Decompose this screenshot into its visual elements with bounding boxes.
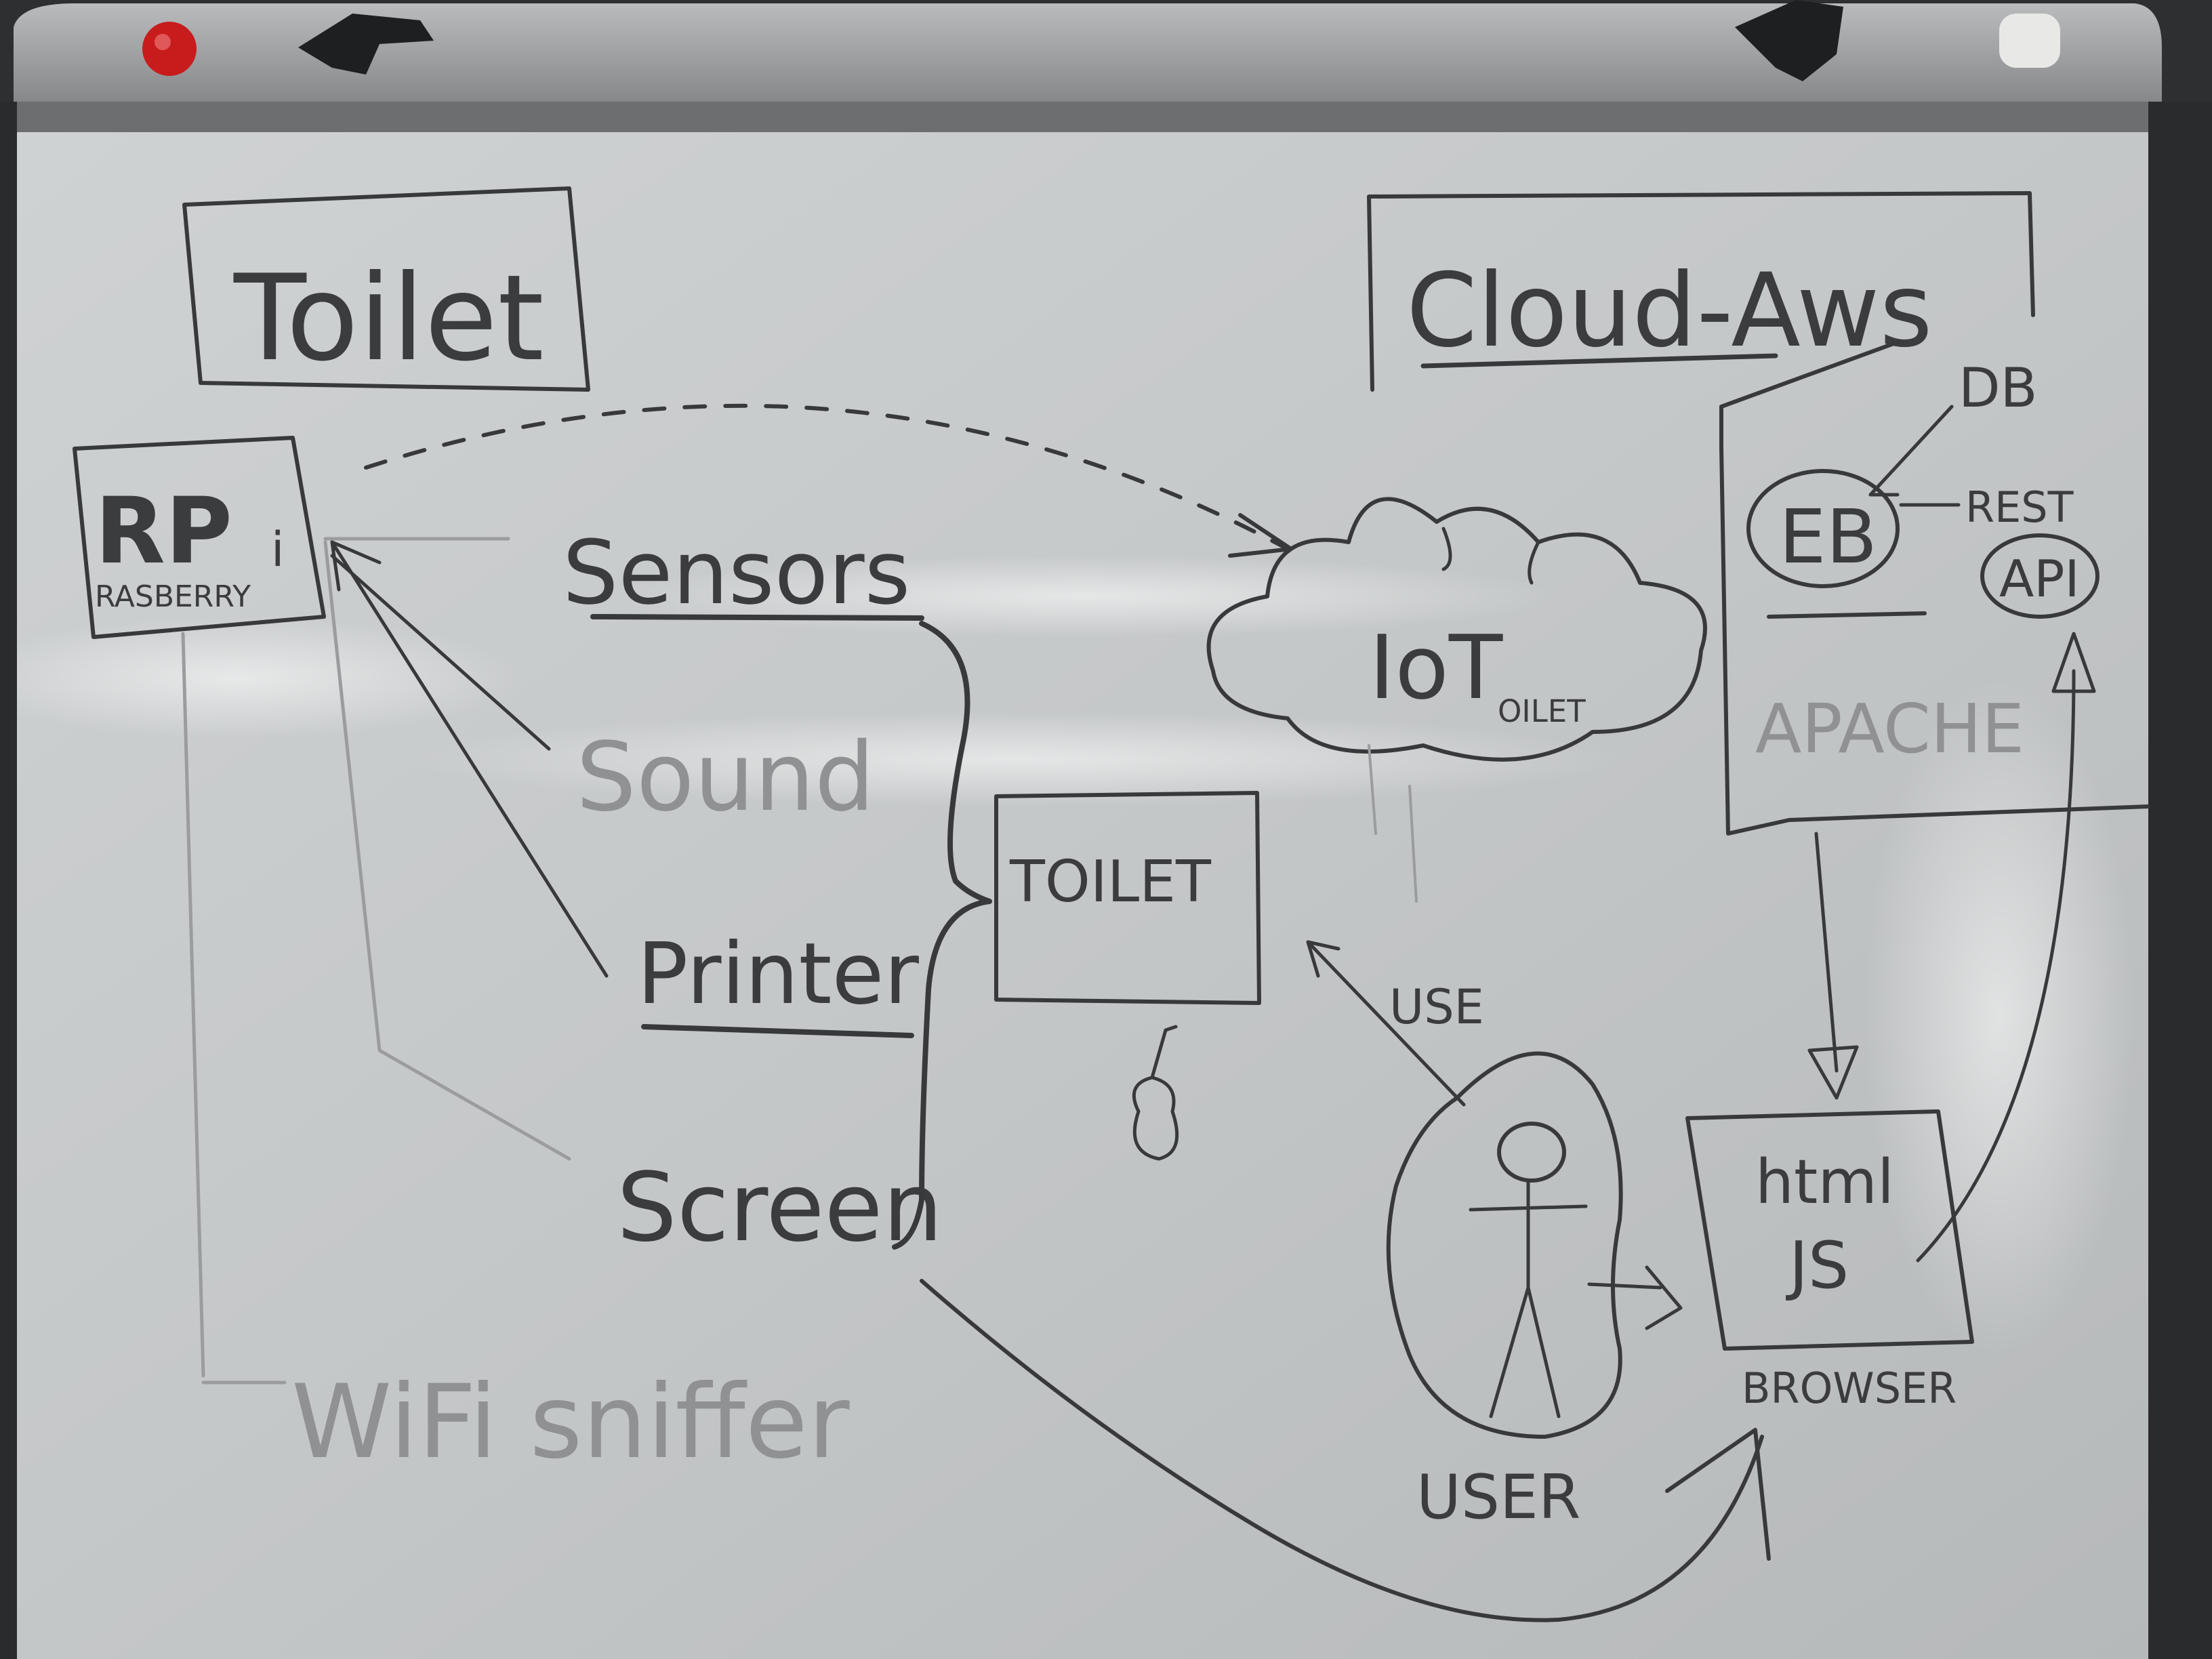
sensors-label: Sensors — [562, 521, 910, 624]
rpi-small-label: i — [271, 522, 284, 577]
user-label: USER — [1416, 1462, 1580, 1533]
apache-to-browser-arrow — [1807, 832, 1859, 1100]
white-magnet — [1999, 14, 2060, 68]
apache-label: APACHE — [1755, 689, 2024, 769]
js-label: JS — [1786, 1229, 1849, 1303]
sound-label: Sound — [576, 722, 875, 833]
screen-to-browser-curve — [920, 1279, 1764, 1622]
rest-label: REST — [1965, 483, 2074, 532]
toilet-title-box — [182, 186, 590, 392]
screen-label: Screen — [617, 1153, 943, 1263]
right-clip — [1735, 0, 1843, 81]
rpi-sub-label: RASBERRY — [95, 579, 251, 614]
user-figure — [1469, 1181, 1588, 1418]
browser-box — [1685, 1109, 1974, 1351]
toilet-title: Toilet — [233, 250, 544, 388]
rpi-to-sound-line — [330, 554, 551, 751]
api-label: API — [1999, 549, 2080, 609]
toilet-icon — [1132, 1025, 1179, 1161]
marker-tray — [14, 3, 2162, 115]
rpi-to-printer-line — [330, 540, 609, 978]
iot-label: IoT — [1369, 616, 1503, 719]
printer-label: Printer — [637, 925, 919, 1023]
rpi-box — [73, 436, 326, 639]
apache-box — [1719, 340, 2150, 836]
left-clip — [298, 14, 434, 75]
rpi-label: RP — [95, 478, 232, 584]
db-label: DB — [1959, 356, 2037, 419]
user-bean — [1386, 1051, 1623, 1439]
cloud-title: Cloud-Aws — [1406, 252, 1933, 370]
wifi-sniffer-label: WiFi sniffer — [291, 1364, 850, 1481]
toilet-box — [994, 791, 1261, 1005]
html-label: html — [1755, 1147, 1894, 1218]
toilet-box-label: TOILET — [1009, 848, 1212, 916]
iot-cloud — [1206, 497, 1707, 762]
red-magnet — [142, 22, 197, 76]
eb-circle — [1746, 469, 1900, 588]
sensor-brace — [892, 621, 992, 1250]
api-circle — [1980, 533, 2100, 619]
browser-to-api-arrow — [1916, 632, 2096, 1263]
use-arrow — [1306, 940, 1466, 1107]
use-label: USE — [1389, 979, 1484, 1035]
browser-label: BROWSER — [1742, 1364, 1957, 1413]
eb-label: EB — [1779, 493, 1877, 580]
user-head — [1497, 1122, 1566, 1183]
iot-small-label: OILET — [1498, 693, 1586, 729]
cloud-title-box — [1367, 191, 2035, 392]
